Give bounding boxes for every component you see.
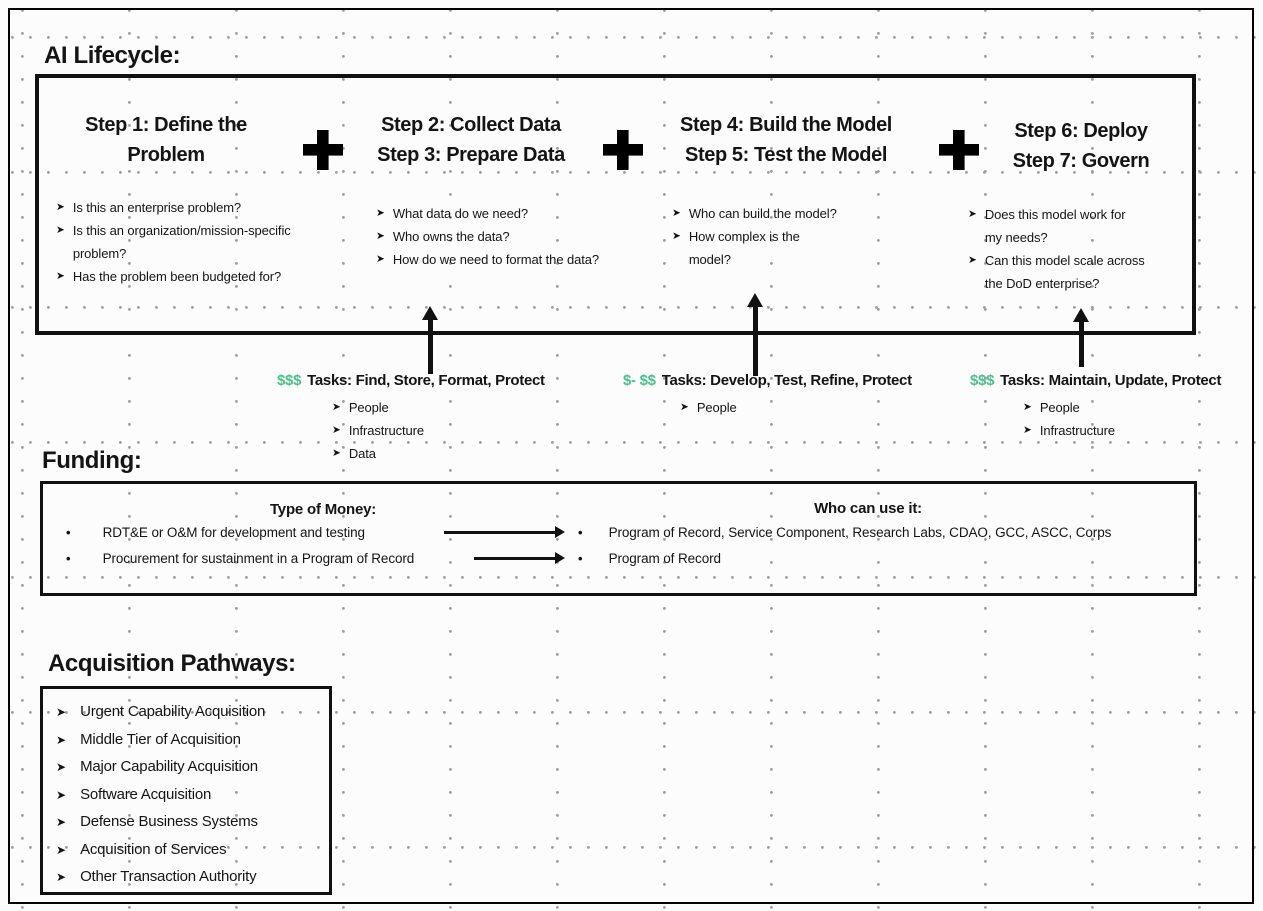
step-heading-line: Step 2: Collect Data	[381, 114, 561, 136]
arrow-bullet-icon: ➤	[56, 815, 67, 829]
funding-row-left: • RDT&E or O&M for development and testi…	[66, 525, 365, 540]
step-2-3-heading: Step 2: Collect Data Step 3: Prepare Dat…	[346, 110, 596, 170]
step-heading-line: Step 5: Test the Model	[685, 144, 887, 166]
step-heading-line: Step 7: Govern	[1012, 150, 1150, 172]
arrow-bullet-icon: ➤	[56, 760, 67, 774]
arrow-bullet-icon: ➤	[376, 253, 385, 265]
arrow-bullet-icon: ➤	[56, 842, 67, 857]
task-group-1-bullets: ➤ People ➤ Infrastructure ➤ Data	[332, 396, 424, 465]
lifecycle-box	[35, 74, 1196, 335]
step-1-bullets: ➤ Is this an enterprise problem? ➤ Is th…	[56, 196, 366, 288]
arrow-bullet-icon: ➤	[332, 424, 341, 436]
arrow-bullet-icon: ➤	[1023, 424, 1032, 436]
list-item: ➤ Does this model work for my needs?	[968, 203, 1188, 249]
arrow-bullet-icon: ➤	[56, 705, 67, 719]
cost-indicator: $$$	[970, 372, 995, 389]
lifecycle-title: AI Lifecycle:	[44, 42, 181, 69]
arrow-bullet-icon: ➤	[56, 201, 65, 213]
cost-indicator: $$$	[277, 372, 302, 389]
arrow-bullet-icon: ➤	[672, 230, 681, 242]
step-heading-line: Step 6: Deploy	[1014, 120, 1148, 142]
task-group-2-bullets: ➤ People	[680, 396, 737, 419]
funding-box	[40, 481, 1197, 596]
task-group-3-bullets: ➤ People ➤ Infrastructure	[1023, 396, 1115, 442]
arrow-bullet-icon: ➤	[56, 224, 65, 236]
list-item: ➤ People	[680, 396, 737, 419]
step-4-5-heading: Step 4: Build the Model Step 5: Test the…	[656, 110, 916, 170]
step-heading-line: Problem	[127, 144, 205, 166]
step-6-7-bullets: ➤ Does this model work for my needs? ➤ C…	[968, 203, 1188, 295]
plus-icon	[303, 130, 343, 170]
task-group-3-label: $$$Tasks: Maintain, Update, Protect	[970, 372, 1222, 389]
arrow-bullet-icon: ➤	[56, 870, 67, 884]
list-item: ➤ Defense Business Systems	[56, 810, 329, 838]
who-can-use-it-header: Who can use it:	[814, 500, 922, 517]
arrow-bullet-icon: ➤	[968, 208, 977, 220]
list-item: ➤ Who owns the data?	[376, 225, 666, 248]
list-item: ➤ Acquisition of Services	[56, 838, 329, 866]
type-of-money-header: Type of Money:	[269, 501, 377, 518]
list-item: ➤ Can this model scale across the DoD en…	[968, 249, 1188, 295]
step-1-heading: Step 1: Define the Problem	[41, 110, 291, 170]
list-item: ➤ What data do we need?	[376, 202, 666, 225]
plus-icon	[939, 130, 979, 170]
up-arrow-icon	[428, 319, 433, 374]
arrow-bullet-icon: ➤	[680, 401, 689, 413]
funding-row-right: • Program of Record	[578, 551, 721, 566]
acquisition-title: Acquisition Pathways:	[48, 650, 296, 677]
acquisition-box: ➤ Urgent Capability Acquisition ➤ Middle…	[40, 686, 332, 895]
up-arrow-icon	[753, 306, 758, 376]
list-item: ➤ Major Capability Acquisition	[56, 755, 329, 783]
step-2-3-bullets: ➤ What data do we need? ➤ Who owns the d…	[376, 202, 666, 271]
arrow-bullet-icon: ➤	[1023, 401, 1032, 413]
list-item: ➤ Infrastructure	[1023, 419, 1115, 442]
funding-row-right: • Program of Record, Service Component, …	[578, 525, 1112, 540]
cost-indicator: $- $$	[623, 372, 656, 389]
arrow-bullet-icon: ➤	[332, 447, 341, 459]
arrow-bullet-icon: ➤	[56, 270, 65, 282]
task-group-1-label: $$$Tasks: Find, Store, Format, Protect	[277, 372, 545, 389]
list-item: ➤ Software Acquisition	[56, 783, 329, 811]
list-item: ➤ Who can build the model?	[672, 202, 882, 225]
step-heading-line: Step 4: Build the Model	[680, 114, 892, 136]
right-arrow-icon	[444, 526, 565, 538]
step-6-7-heading: Step 6: Deploy Step 7: Govern	[981, 116, 1181, 176]
arrow-bullet-icon: ➤	[376, 230, 385, 242]
dot-bullet-icon: •	[578, 551, 583, 566]
right-arrow-icon	[474, 552, 565, 564]
dot-bullet-icon: •	[66, 551, 71, 566]
list-item: ➤ Other Transaction Authority	[56, 865, 329, 893]
list-item: ➤ How do we need to format the data?	[376, 248, 666, 271]
arrow-bullet-icon: ➤	[332, 401, 341, 413]
up-arrow-icon	[1079, 321, 1084, 367]
list-item: ➤ Is this an enterprise problem?	[56, 196, 366, 219]
list-item: ➤ Infrastructure	[332, 419, 424, 442]
arrow-bullet-icon: ➤	[968, 254, 977, 266]
step-heading-line: Step 1: Define the	[85, 114, 247, 136]
arrow-bullet-icon: ➤	[56, 787, 67, 802]
arrow-bullet-icon: ➤	[672, 207, 681, 219]
funding-row-left: • Procurement for sustainment in a Progr…	[66, 551, 415, 566]
dot-bullet-icon: •	[578, 525, 583, 540]
list-item: ➤ Urgent Capability Acquisition	[56, 700, 329, 728]
step-4-5-bullets: ➤ Who can build the model? ➤ How complex…	[672, 202, 882, 271]
dot-bullet-icon: •	[66, 525, 71, 540]
acquisition-list: ➤ Urgent Capability Acquisition ➤ Middle…	[43, 689, 329, 893]
list-item: ➤ People	[332, 396, 424, 419]
list-item: ➤ Has the problem been budgeted for?	[56, 265, 366, 288]
arrow-bullet-icon: ➤	[376, 207, 385, 219]
list-item: ➤ How complex is the model?	[672, 225, 882, 271]
arrow-bullet-icon: ➤	[56, 732, 67, 747]
step-heading-line: Step 3: Prepare Data	[377, 144, 565, 166]
outer-frame	[8, 8, 1254, 904]
funding-title: Funding:	[42, 447, 142, 474]
list-item: ➤ Is this an organization/mission-specif…	[56, 219, 366, 265]
list-item: ➤ People	[1023, 396, 1115, 419]
plus-icon	[603, 130, 643, 170]
list-item: ➤ Data	[332, 442, 424, 465]
task-group-2-label: $- $$Tasks: Develop, Test, Refine, Prote…	[623, 372, 912, 389]
list-item: ➤ Middle Tier of Acquisition	[56, 728, 329, 756]
